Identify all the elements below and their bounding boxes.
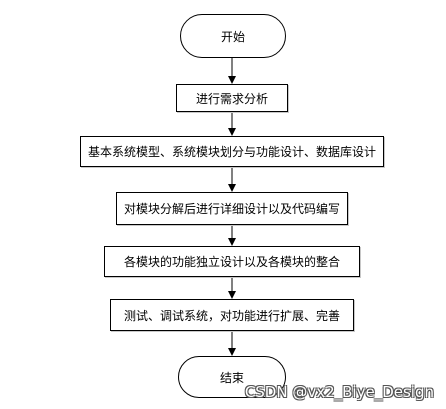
start-label: 开始 <box>220 29 245 44</box>
process-step-2: 基本系统模型、系统模块划分与功能设计、数据库设计 <box>80 136 384 167</box>
process-step-5-label: 测试、调试系统，对功能进行扩展、完善 <box>123 308 340 323</box>
process-step-3: 对模块分解后进行详细设计以及代码编写 <box>116 192 348 225</box>
watermark-text: CSDN @vx2_Biye_Design <box>244 383 434 401</box>
process-step-2-label: 基本系统模型、系统模块划分与功能设计、数据库设计 <box>87 145 376 159</box>
process-step-5: 测试、调试系统，对功能进行扩展、完善 <box>110 299 354 331</box>
end-label: 结束 <box>219 370 244 385</box>
end-terminal: 结束 <box>178 356 286 398</box>
start-terminal: 开始 <box>180 14 286 58</box>
process-step-4: 各模块的功能独立设计以及各模块的整合 <box>104 246 360 277</box>
process-step-4-label: 各模块的功能独立设计以及各模块的整合 <box>123 255 340 269</box>
process-step-3-label: 对模块分解后进行详细设计以及代码编写 <box>123 202 340 216</box>
process-step-1-label: 进行需求分析 <box>195 91 268 106</box>
process-step-1: 进行需求分析 <box>176 84 288 112</box>
